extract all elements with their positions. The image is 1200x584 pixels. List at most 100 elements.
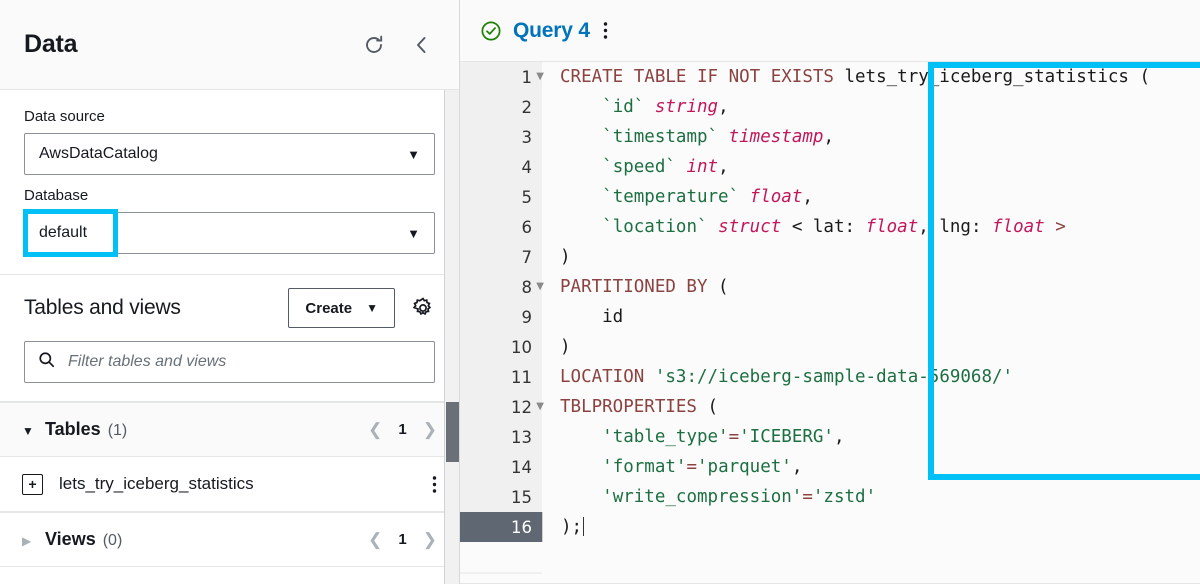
code-line[interactable]: 4 `speed` int, [460, 152, 1200, 182]
code-line[interactable]: 1▼CREATE TABLE IF NOT EXISTS lets_try_ic… [460, 62, 1200, 92]
code-line[interactable]: 8▼PARTITIONED BY ( [460, 272, 1200, 302]
triangle-down-icon[interactable]: ▼ [22, 424, 34, 438]
line-number: 15 [460, 482, 542, 512]
gear-icon[interactable] [411, 296, 435, 320]
code-token [560, 157, 602, 177]
code-token [644, 367, 655, 387]
triangle-right-icon[interactable]: ▶ [22, 534, 32, 548]
data-source-section: Data source AwsDataCatalog ▼ Database de… [0, 90, 459, 275]
search-icon [37, 350, 56, 374]
data-source-select[interactable]: AwsDataCatalog ▼ [24, 133, 435, 175]
database-select[interactable]: default ▼ [24, 212, 435, 254]
line-number: 16 [460, 512, 542, 542]
code-line[interactable]: 14 'format'='parquet', [460, 452, 1200, 482]
code-line[interactable]: 15 'write_compression'='zstd' [460, 482, 1200, 512]
expand-table-icon[interactable]: + [22, 473, 43, 495]
code-token: float [749, 187, 803, 207]
code-line[interactable]: 3 `timestamp` timestamp, [460, 122, 1200, 152]
code-token [560, 127, 602, 147]
sql-code-lines[interactable]: 1▼CREATE TABLE IF NOT EXISTS lets_try_ic… [460, 62, 1200, 584]
code-token: , [802, 187, 813, 207]
code-line[interactable]: 16); [460, 512, 1200, 542]
code-line[interactable]: 10) [460, 332, 1200, 362]
views-pagination: ❮ 1 ❯ [368, 531, 437, 548]
kebab-menu-icon[interactable] [603, 21, 608, 40]
code-line-text[interactable]: `speed` int, [542, 152, 1200, 182]
code-line-text[interactable]: `id` string, [542, 92, 1200, 122]
code-line[interactable]: 6 `location` struct < lat: float, lng: f… [460, 212, 1200, 242]
code-token: LOCATION [560, 367, 645, 387]
code-line-text[interactable]: TBLPROPERTIES ( [542, 392, 1200, 422]
code-token [560, 457, 602, 477]
code-token [560, 427, 602, 447]
code-token: CREATE TABLE IF NOT EXISTS [560, 67, 845, 87]
code-line-text[interactable]: ); [542, 512, 1200, 542]
code-token: ( [707, 277, 729, 297]
fold-toggle-icon[interactable]: ▼ [536, 281, 544, 292]
group-header-views[interactable]: ▶ Views (0) ❮ 1 ❯ [0, 512, 459, 567]
line-number: 9 [460, 302, 542, 332]
prev-page-icon[interactable]: ❮ [368, 420, 383, 439]
code-filler [542, 572, 1200, 574]
line-number: 7 [460, 242, 542, 272]
line-number: 10 [460, 332, 542, 362]
code-line-text[interactable]: `timestamp` timestamp, [542, 122, 1200, 152]
sidebar-header-actions [361, 32, 435, 58]
query-tab-label[interactable]: Query 4 [513, 18, 590, 42]
code-line-text[interactable]: `temperature` float, [542, 182, 1200, 212]
current-page[interactable]: 1 [398, 531, 407, 548]
code-token [739, 187, 750, 207]
code-token [560, 217, 602, 237]
code-token [718, 127, 729, 147]
filter-box[interactable] [24, 341, 435, 383]
code-line-text[interactable]: 'write_compression'='zstd' [542, 482, 1200, 512]
refresh-icon[interactable] [361, 32, 387, 58]
code-line-text[interactable]: PARTITIONED BY ( [542, 272, 1200, 302]
table-row[interactable]: + lets_try_iceberg_statistics [0, 457, 459, 512]
code-token: `location` [602, 217, 708, 237]
code-line[interactable]: 9 id [460, 302, 1200, 332]
code-line-text[interactable]: `location` struct < lat: float, lng: flo… [542, 212, 1200, 242]
kebab-menu-icon[interactable] [432, 475, 437, 494]
create-button[interactable]: Create ▼ [288, 288, 395, 328]
code-line[interactable]: 2 `id` string, [460, 92, 1200, 122]
code-line-text[interactable]: ) [542, 332, 1200, 362]
sidebar-scrollbar[interactable] [444, 90, 459, 584]
prev-page-icon[interactable]: ❮ [368, 530, 383, 549]
code-line-text[interactable]: 'format'='parquet', [542, 452, 1200, 482]
line-number: 6 [460, 212, 542, 242]
code-line-text[interactable]: LOCATION 's3://iceberg-sample-data-56906… [542, 362, 1200, 392]
code-token: TBLPROPERTIES [560, 397, 697, 417]
code-token: , [833, 427, 845, 447]
query-tab[interactable]: Query 4 [480, 19, 608, 43]
code-line[interactable]: 7) [460, 242, 1200, 272]
fold-toggle-icon[interactable]: ▼ [536, 401, 544, 412]
search-input[interactable] [66, 352, 422, 372]
group-header-tables[interactable]: ▼ Tables (1) ❮ 1 ❯ [0, 402, 459, 457]
sidebar-scrollbar-thumb[interactable] [446, 402, 459, 462]
current-page[interactable]: 1 [398, 421, 407, 438]
code-line-text[interactable]: CREATE TABLE IF NOT EXISTS lets_try_iceb… [542, 62, 1200, 92]
line-number: 4 [460, 152, 542, 182]
code-line-text[interactable]: id [542, 302, 1200, 332]
code-token: 'ICEBERG' [739, 427, 834, 447]
next-page-icon[interactable]: ❯ [422, 420, 437, 439]
query-editor-panel: Query 4 1▼CREATE TABLE IF NOT EXISTS let… [460, 0, 1200, 584]
fold-toggle-icon[interactable]: ▼ [536, 71, 544, 82]
code-line[interactable]: 12▼TBLPROPERTIES ( [460, 392, 1200, 422]
code-line-text[interactable]: ) [542, 242, 1200, 272]
next-page-icon[interactable]: ❯ [422, 530, 437, 549]
code-line[interactable]: 5 `temperature` float, [460, 182, 1200, 212]
sql-code-area[interactable]: 1▼CREATE TABLE IF NOT EXISTS lets_try_ic… [460, 62, 1200, 584]
collapse-panel-icon[interactable] [409, 32, 435, 58]
database-field-wrapper: default ▼ [23, 209, 435, 257]
code-token: 'parquet' [697, 457, 792, 477]
code-token: = [686, 457, 697, 477]
code-token: timestamp [728, 127, 824, 147]
code-line-text[interactable]: 'table_type'='ICEBERG', [542, 422, 1200, 452]
tables-and-views-title: Tables and views [24, 296, 181, 319]
code-token: , [791, 457, 803, 477]
code-line[interactable]: 13 'table_type'='ICEBERG', [460, 422, 1200, 452]
code-token [676, 157, 687, 177]
